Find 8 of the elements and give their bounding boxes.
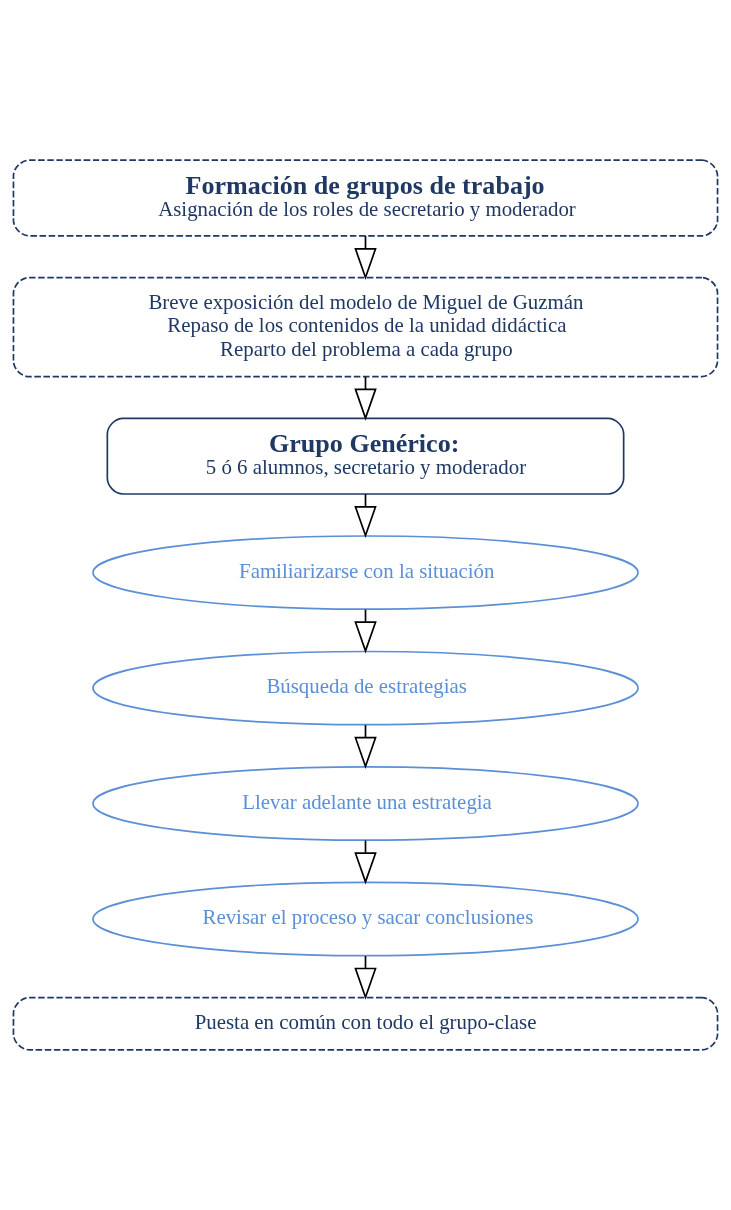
node-box: Breve exposición del modelo de Miguel de Guzmán Repaso de los contenidos de la unidad didáctica Reparto del problema a cada grupo: [12, 276, 719, 378]
node-box: Formación de grupos de trabajo Asignación de los roles de secretario y moderador: [12, 159, 719, 237]
node-box: Puesta en común con todo el grupo-clase: [12, 996, 719, 1051]
node-ellipse: Búsqueda de estrategias: [92, 650, 639, 726]
node-ellipse: Familiarizarse con la situación: [92, 535, 639, 611]
node-ellipse: Revisar el proceso y sacar conclusiones: [92, 881, 639, 957]
node-ellipse: Llevar adelante una estrategia: [92, 766, 639, 841]
node-box: Grupo Genérico: 5 ó 6 alumnos, secretario y moderador: [106, 417, 625, 495]
